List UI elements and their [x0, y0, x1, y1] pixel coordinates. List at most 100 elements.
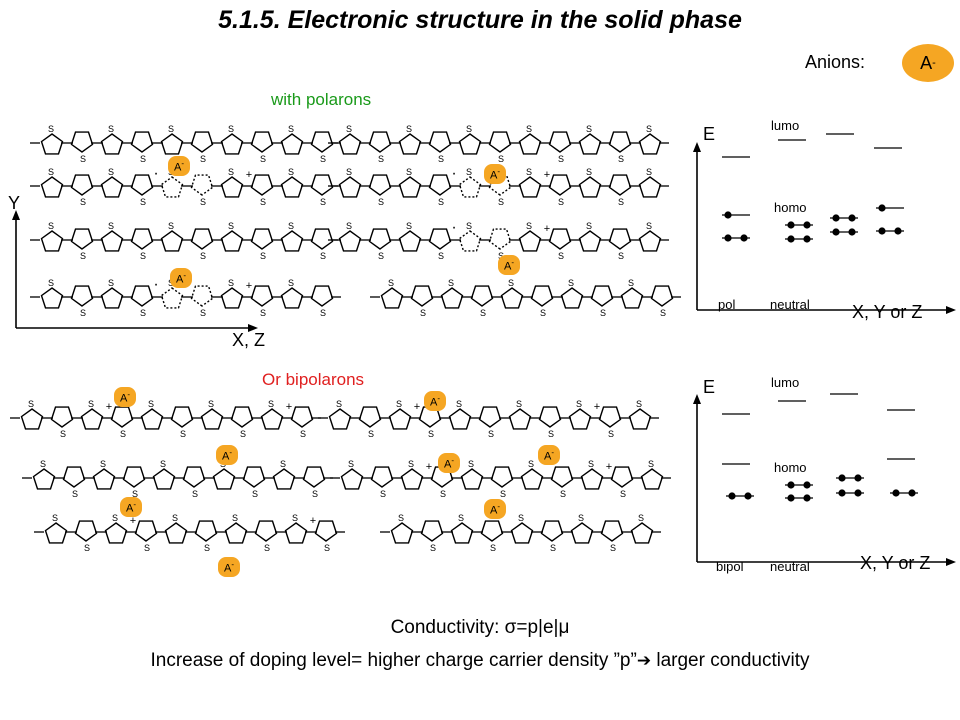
polaron-axis-x-label: X, Z — [232, 330, 266, 350]
sulfur-label: S — [100, 459, 106, 469]
sulfur-label: S — [438, 251, 444, 261]
thiophene-ring — [290, 406, 314, 428]
energy-top-electron — [878, 204, 886, 212]
thiophene-ring — [578, 230, 602, 252]
energy-top-electron — [787, 235, 795, 243]
thiophene-ring — [250, 174, 274, 196]
sulfur-label: S — [378, 154, 384, 164]
anion-badge-bipolaron: A- — [424, 391, 447, 411]
thiophene-ring — [280, 287, 304, 309]
sulfur-label: S — [550, 543, 556, 553]
sulfur-label: S — [140, 154, 146, 164]
sulfur-label: S — [80, 308, 86, 318]
energy-top-electron — [894, 227, 902, 235]
thiophene-ring — [160, 287, 184, 309]
thiophene-ring — [518, 230, 542, 252]
sulfur-label: S — [636, 399, 642, 409]
thiophene-ring — [250, 285, 274, 307]
energy-bottom-electron — [728, 492, 736, 500]
sulfur-label: S — [458, 513, 464, 523]
thiophene-ring — [160, 176, 184, 198]
thiophene-ring — [140, 408, 164, 430]
radical-dot-label: · — [153, 165, 158, 182]
anion-badge: A- — [902, 44, 954, 82]
sulfur-label: S — [228, 278, 234, 288]
energy-top-electron — [878, 227, 886, 235]
energy-top-electron — [803, 221, 811, 229]
thiophene-ring — [428, 228, 452, 250]
radical-dot-label: · — [153, 276, 158, 293]
thiophene-ring — [638, 176, 662, 198]
thiophene-ring — [540, 520, 564, 542]
sulfur-label: S — [508, 278, 514, 288]
thiophene-ring — [200, 408, 224, 430]
sulfur-label: S — [466, 124, 472, 134]
sulfur-label: S — [528, 459, 534, 469]
thiophene-ring — [560, 287, 584, 309]
thiophene-ring — [230, 406, 254, 428]
sulfur-label: S — [586, 221, 592, 231]
sulfur-label: S — [264, 543, 270, 553]
sulfur-label: S — [200, 251, 206, 261]
thiophene-ring — [220, 287, 244, 309]
positive-charge-label: + — [106, 401, 112, 413]
sulfur-label: S — [518, 513, 524, 523]
sulfur-label: S — [180, 429, 186, 439]
thiophene-ring — [260, 408, 284, 430]
sulfur-label: S — [204, 543, 210, 553]
sulfur-label: S — [300, 429, 306, 439]
sulfur-label: S — [288, 167, 294, 177]
positive-charge-label: + — [246, 169, 252, 181]
thiophene-ring — [122, 466, 146, 488]
thiophene-ring — [70, 174, 94, 196]
energy-bottom-electron — [854, 474, 862, 482]
sulfur-label: S — [108, 278, 114, 288]
thiophene-ring — [314, 520, 338, 542]
thiophene-ring — [370, 466, 394, 488]
thiophene-ring — [40, 230, 64, 252]
sulfur-label: S — [288, 221, 294, 231]
thiophene-ring — [152, 468, 176, 490]
sulfur-label: S — [172, 513, 178, 523]
thiophene-ring — [100, 287, 124, 309]
sulfur-label: S — [260, 251, 266, 261]
thiophene-ring — [358, 406, 382, 428]
energy-bottom-e-label: E — [703, 377, 716, 397]
energy-bottom-electron — [838, 474, 846, 482]
sulfur-label: S — [160, 459, 166, 469]
thiophene-ring — [100, 176, 124, 198]
thiophene-ring — [310, 131, 334, 153]
sulfur-label: S — [120, 429, 126, 439]
thiophene-ring — [170, 406, 194, 428]
sulfur-label: S — [548, 429, 554, 439]
thiophene-ring — [190, 228, 214, 250]
thiophene-ring — [280, 176, 304, 198]
sulfur-label: S — [346, 124, 352, 134]
thiophene-ring — [388, 408, 412, 430]
sulfur-label: S — [646, 221, 652, 231]
energy-bottom-electron — [803, 494, 811, 502]
sulfur-label: S — [578, 513, 584, 523]
thiophene-ring — [338, 230, 362, 252]
sulfur-label: S — [240, 429, 246, 439]
sulfur-label: S — [260, 154, 266, 164]
energy-top-electron — [740, 234, 748, 242]
thiophene-ring — [182, 466, 206, 488]
anion-badge-polaron: A- — [484, 164, 507, 184]
sulfur-label: S — [378, 197, 384, 207]
thiophene-ring — [130, 285, 154, 307]
sulfur-label: S — [312, 489, 318, 499]
sulfur-label: S — [618, 197, 624, 207]
sulfur-label: S — [108, 221, 114, 231]
thiophene-ring — [220, 176, 244, 198]
thiophene-ring — [520, 468, 544, 490]
sulfur-label: S — [260, 197, 266, 207]
thiophene-ring — [578, 176, 602, 198]
thiophene-ring — [100, 133, 124, 155]
thiophene-ring — [250, 228, 274, 250]
thiophene-ring — [420, 520, 444, 542]
thiophene-ring — [460, 468, 484, 490]
sulfur-label: S — [638, 513, 644, 523]
energy-bottom-electron — [744, 492, 752, 500]
